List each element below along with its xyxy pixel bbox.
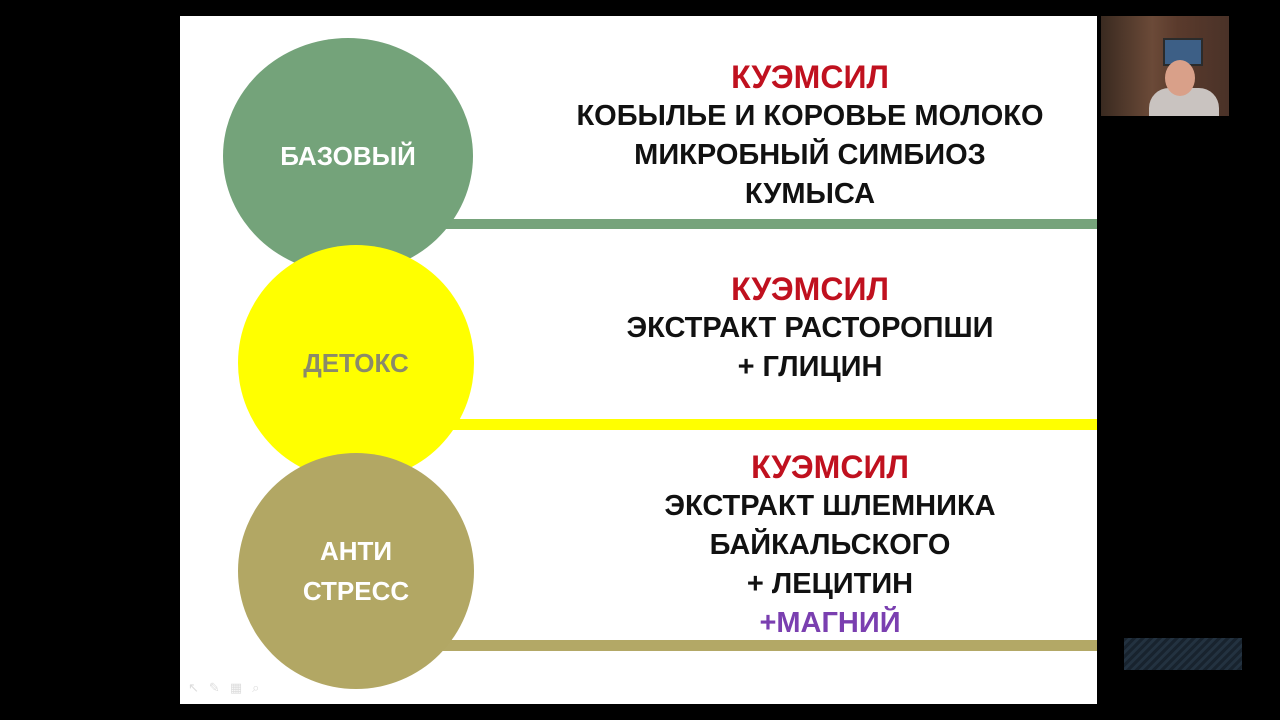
participant-video[interactable] [1101,16,1229,116]
circle-label-basic: БАЗОВЫЙ [280,141,416,171]
participant-head [1165,60,1195,96]
circle-basic: БАЗОВЫЙ [223,38,473,274]
brand-name: КУЭМСИЛ [751,449,909,485]
text-block-detox: КУЭМСИЛ ЭКСТРАКТ РАСТОРОПШИ + ГЛИЦИН [530,270,1090,387]
ingredient-line: + ГЛИЦИН [737,351,883,383]
circle-detox: ДЕТОКС [238,245,474,481]
pointer-icon[interactable]: ↖ [188,680,199,695]
slide-controls: ↖ ✎ ▦ ⌕ [188,680,259,696]
presentation-slide: БАЗОВЫЙ ДЕТОКС АНТИ СТРЕСС КУЭМСИЛ КОБЫЛ… [180,16,1097,704]
slides-icon[interactable]: ▦ [229,680,243,695]
ingredient-line: КОБЫЛЬЕ И КОРОВЬЕ МОЛОКО [576,100,1044,132]
circle-label-detox: ДЕТОКС [303,348,409,378]
circle-label-antistress-line2: СТРЕСС [302,576,410,606]
video-thumbnail[interactable] [1124,638,1242,670]
ingredient-line: БАЙКАЛЬСКОГО [709,529,951,561]
ingredient-line: + ЛЕЦИТИН [746,568,914,600]
ingredient-line: ЭКСТРАКТ РАСТОРОПШИ [626,312,994,344]
circle-label-antistress-line1: АНТИ [319,536,393,566]
divider-bar-basic [440,219,1097,229]
pen-icon[interactable]: ✎ [208,680,220,695]
text-block-basic: КУЭМСИЛ КОБЫЛЬЕ И КОРОВЬЕ МОЛОКО МИКРОБН… [530,58,1090,214]
ingredient-extra-line: +МАГНИЙ [759,607,901,639]
ingredient-line: ЭКСТРАКТ ШЛЕМНИКА [664,490,996,522]
divider-bar-detox [440,419,1097,430]
ingredient-line: МИКРОБНЫЙ СИМБИОЗ [634,139,986,171]
brand-name: КУЭМСИЛ [731,271,889,307]
brand-name: КУЭМСИЛ [731,59,889,95]
ingredient-line: КУМЫСА [744,178,876,210]
circle-antistress: АНТИ СТРЕСС [238,453,474,689]
zoom-icon[interactable]: ⌕ [252,680,260,695]
divider-bar-antistress [440,640,1097,651]
text-block-antistress: КУЭМСИЛ ЭКСТРАКТ ШЛЕМНИКА БАЙКАЛЬСКОГО +… [550,448,1097,643]
